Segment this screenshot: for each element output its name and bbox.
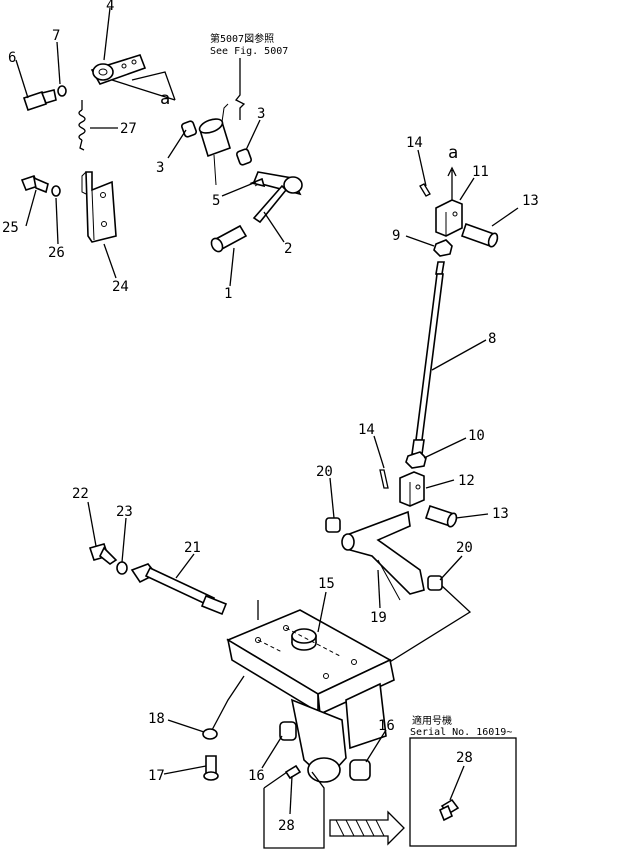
part-25-bolt: [20, 175, 49, 194]
part-16-bushing-left: [279, 721, 297, 741]
callout-8: 8: [488, 331, 496, 347]
callout-27: 27: [120, 121, 137, 137]
callout-19: 19: [370, 610, 387, 626]
callout-22: 22: [72, 486, 89, 502]
part-4-upper-lever: [90, 54, 147, 85]
part-3-bushing-right: [236, 148, 252, 166]
callout-7: 7: [52, 28, 60, 44]
part-14-cotter-lower: [379, 469, 389, 489]
reference-note: 第5007図参照 See Fig. 5007: [210, 32, 288, 120]
part-13-pin-lower: [424, 504, 458, 528]
part-20-bushing-left: [325, 517, 341, 533]
callout-numbers: 4 7 6 27 3 3 5 2 1 25 26 24 14 11 13 9 8…: [2, 0, 539, 834]
callout-18: 18: [148, 711, 165, 727]
grease-fitting-inset-left: [263, 764, 325, 849]
part-13-pin-upper: [460, 222, 499, 248]
callout-9: 9: [392, 228, 400, 244]
callout-16-right: 16: [378, 718, 395, 734]
link-line-19-15: [379, 585, 472, 669]
part-22-bolt: [88, 543, 118, 565]
callout-10: 10: [468, 428, 485, 444]
callout-15: 15: [318, 576, 335, 592]
serial-inset-box: 適用号機 Serial No. 16019~: [409, 714, 517, 847]
callout-11: 11: [472, 164, 489, 180]
part-shaft-pivot: [198, 103, 231, 186]
part-16-bushing-right: [349, 759, 371, 781]
callout-5: 5: [212, 193, 220, 209]
callout-23: 23: [116, 504, 133, 520]
callout-14-lower: 14: [358, 422, 375, 438]
callout-20-upper: 20: [316, 464, 333, 480]
link-line-15-18: [211, 675, 245, 731]
part-24-bracket: [81, 171, 117, 243]
part-27-spring: [78, 100, 86, 151]
part-3-bushing-left: [181, 120, 197, 138]
connection-mark-a-right: a: [448, 143, 458, 163]
callout-13-lower: 13: [492, 506, 509, 522]
callout-12: 12: [458, 473, 475, 489]
callout-2: 2: [284, 241, 292, 257]
reference-note-en: See Fig. 5007: [210, 46, 288, 57]
callout-25: 25: [2, 220, 19, 236]
part-2-lever: [252, 171, 303, 224]
part-6-bolt: [22, 89, 57, 112]
callout-3-left: 3: [156, 160, 164, 176]
direction-arrow: [329, 810, 405, 846]
connection-mark-a-left: a: [160, 89, 170, 109]
callout-1: 1: [224, 286, 232, 302]
part-18-washer: [202, 728, 218, 740]
part-9-nut: [433, 239, 453, 257]
reference-leader: [234, 58, 246, 120]
part-11-clevis-upper: [435, 199, 463, 237]
callout-20-lower: 20: [456, 540, 473, 556]
callout-17: 17: [148, 768, 165, 784]
part-21-rod: [130, 563, 228, 616]
part-23-washer: [116, 561, 128, 575]
arrow-a-right: [447, 166, 457, 200]
part-8-rod: [411, 261, 445, 455]
callout-26: 26: [48, 245, 65, 261]
callout-28-left: 28: [278, 818, 295, 834]
part-26-washer: [51, 185, 61, 197]
link-line-a-bracket: [131, 71, 176, 101]
part-1-pin: [210, 224, 248, 253]
part-7-washer: [57, 85, 67, 97]
callout-4: 4: [106, 0, 114, 14]
part-20-bushing-right: [427, 575, 443, 591]
reference-note-jp: 第5007図参照: [210, 32, 274, 45]
callout-16-left: 16: [248, 768, 265, 784]
part-15-bracket: [226, 609, 395, 783]
part-12-clevis-lower: [399, 471, 425, 507]
callout-3-right: 3: [257, 106, 265, 122]
callout-24: 24: [112, 279, 129, 295]
serial-note-en: Serial No. 16019~: [410, 727, 512, 738]
callout-13-upper: 13: [522, 193, 539, 209]
callout-6: 6: [8, 50, 16, 66]
link-line-a-left: [111, 79, 176, 101]
part-10-nut: [405, 451, 427, 469]
callout-21: 21: [184, 540, 201, 556]
serial-note-jp: 適用号機: [412, 714, 452, 727]
callout-28-right: 28: [456, 750, 473, 766]
part-14-cotter-upper: [419, 183, 431, 197]
callout-14-upper: 14: [406, 135, 423, 151]
part-17-bolt: [203, 755, 219, 781]
leader-lines: [15, 7, 519, 815]
part-19-lever: [341, 510, 425, 601]
part-5-key-shape: [249, 177, 266, 188]
